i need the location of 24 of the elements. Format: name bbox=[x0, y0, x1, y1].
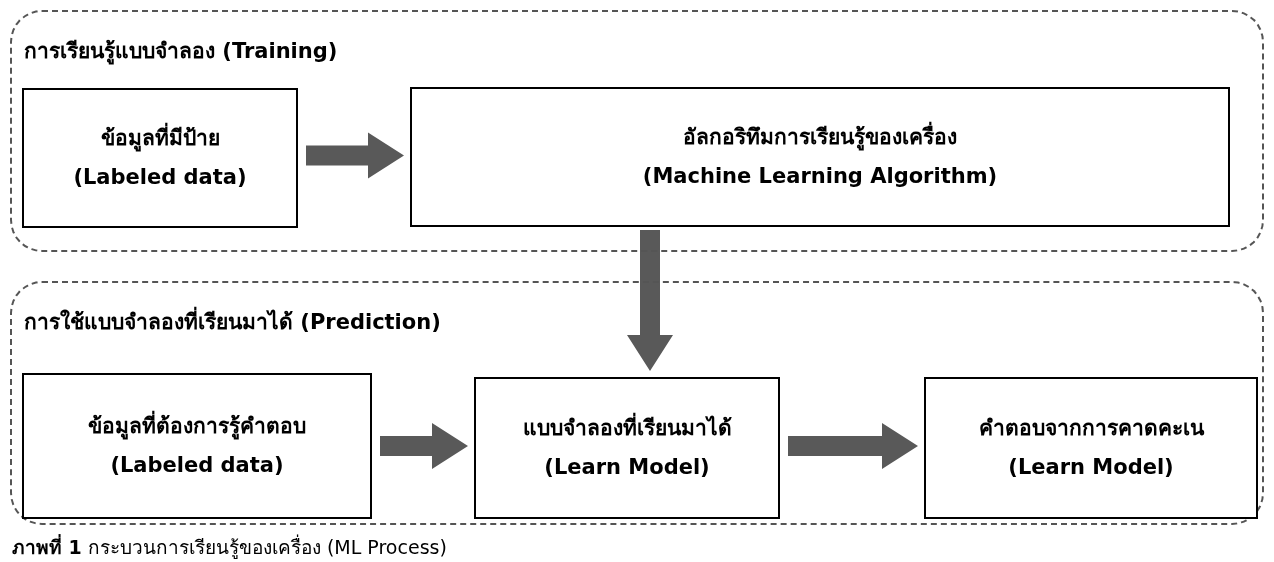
box-subtitle: (Learn Model) bbox=[544, 454, 710, 481]
process-box bbox=[924, 377, 1258, 519]
block-arrow bbox=[627, 230, 673, 371]
box-title: ข้อมูลที่มีป้าย bbox=[100, 124, 220, 152]
block-arrow bbox=[788, 423, 918, 469]
block-arrow bbox=[306, 132, 404, 179]
process-box bbox=[22, 88, 298, 228]
process-box bbox=[474, 377, 780, 519]
box-subtitle: (Labeled data) bbox=[110, 452, 284, 479]
dashed-group-frame bbox=[10, 10, 1264, 252]
box-title: ข้อมูลที่ต้องการรู้คำตอบ bbox=[88, 412, 306, 440]
process-box bbox=[22, 373, 372, 519]
figure-caption: ภาพที่ 1 กระบวนการเรียนรู้ของเครื่อง (ML Process) bbox=[12, 533, 447, 561]
box-title: อัลกอริทึมการเรียนรู้ของเครื่อง bbox=[683, 123, 957, 151]
box-title: แบบจำลองที่เรียนมาได้ bbox=[522, 414, 732, 442]
group-title: การใช้แบบจำลองที่เรียนมาได้ (Prediction) bbox=[24, 305, 441, 338]
process-box bbox=[410, 87, 1230, 227]
block-arrow bbox=[380, 423, 468, 469]
group-title: การเรียนรู้แบบจำลอง (Training) bbox=[24, 38, 338, 67]
dashed-group-frame bbox=[10, 281, 1264, 525]
box-title: คำตอบจากการคาดคะเน bbox=[978, 414, 1204, 442]
box-subtitle: (Learn Model) bbox=[1008, 454, 1174, 481]
box-subtitle: (Labeled data) bbox=[73, 164, 247, 191]
box-subtitle: (Machine Learning Algorithm) bbox=[642, 163, 998, 190]
